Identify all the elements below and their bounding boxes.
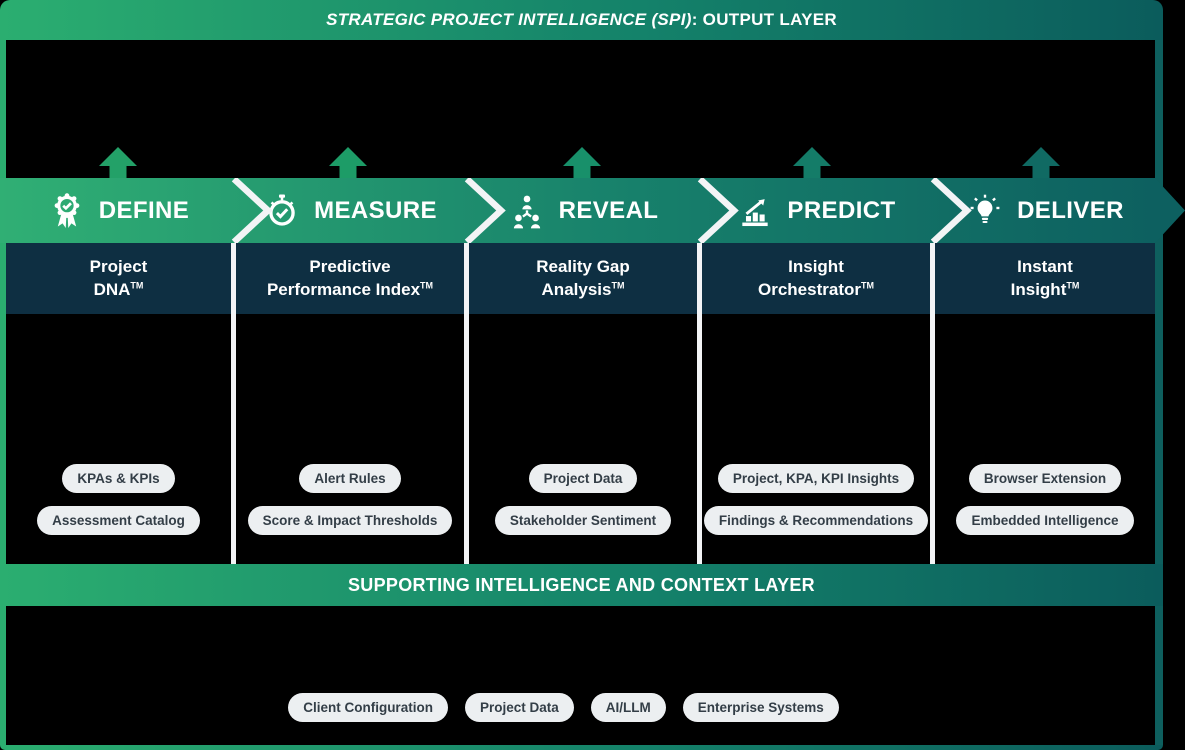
phase-segment-deliver: DELIVER <box>935 178 1155 243</box>
deliver-pills: Browser Extension Embedded Intelligence <box>935 464 1155 535</box>
pill: AI/LLM <box>590 693 666 722</box>
product-band <box>6 243 1155 314</box>
phase-segment-define: DEFINE <box>6 178 231 243</box>
chevron-separator <box>231 178 273 243</box>
measure-pills: Alert Rules Score & Impact Thresholds <box>236 464 464 535</box>
pill: Project Data <box>528 464 638 493</box>
chevron-separator <box>464 178 506 243</box>
trademark-symbol: TM <box>860 279 874 290</box>
product-line2: Performance IndexTM <box>266 279 434 299</box>
bottom-box-right-border <box>1155 606 1163 745</box>
trademark-symbol: TM <box>130 279 144 290</box>
product-line1: Predictive <box>309 257 391 277</box>
banner-title-rest: : OUTPUT LAYER <box>691 10 837 29</box>
trademark-symbol: TM <box>420 279 434 290</box>
pill: Alert Rules <box>299 464 401 493</box>
product-line2: DNATM <box>93 279 144 299</box>
bottom-box-bottom-border <box>0 745 1163 750</box>
product-reality-gap-analysis: Reality Gap AnalysisTM <box>469 243 697 314</box>
product-line1: Instant <box>1017 257 1073 277</box>
supporting-layer-title: SUPPORTING INTELLIGENCE AND CONTEXT LAYE… <box>347 574 815 595</box>
product-line1: Reality Gap <box>536 257 630 277</box>
phase-label: DEFINE <box>98 196 190 224</box>
container-left-border <box>0 40 6 564</box>
bar-chart-rising-icon <box>736 192 774 230</box>
phase-segment-reveal: REVEAL <box>469 178 697 243</box>
pill: Enterprise Systems <box>682 693 839 722</box>
product-line2: OrchestratorTM <box>758 279 874 299</box>
product-line1: Project <box>89 257 148 277</box>
product-predictive-performance-index: Predictive Performance IndexTM <box>236 243 464 314</box>
pill: Project Data <box>464 693 574 722</box>
pill: Embedded Intelligence <box>956 506 1134 535</box>
output-layer-banner: STRATEGIC PROJECT INTELLIGENCE (SPI): OU… <box>0 0 1163 40</box>
column-separator <box>231 243 236 564</box>
phase-segment-measure: MEASURE <box>236 178 464 243</box>
product-instant-insight: Instant InsightTM <box>935 243 1155 314</box>
pill: Assessment Catalog <box>37 506 200 535</box>
supporting-layer-banner: SUPPORTING INTELLIGENCE AND CONTEXT LAYE… <box>0 564 1163 606</box>
pill: Stakeholder Sentiment <box>494 506 672 535</box>
column-separator <box>930 243 935 564</box>
up-arrow-reveal <box>563 147 601 178</box>
phase-label: DELIVER <box>1017 196 1124 224</box>
trademark-symbol: TM <box>611 279 625 290</box>
product-insight-orchestrator: Insight OrchestratorTM <box>702 243 930 314</box>
product-project-dna: Project DNATM <box>6 243 231 314</box>
product-line1: Insight <box>788 257 844 277</box>
supporting-pills-row: Client Configuration Project Data AI/LLM… <box>0 693 1145 722</box>
trademark-symbol: TM <box>1066 279 1080 290</box>
column-separator <box>464 243 469 564</box>
chevron-separator <box>930 178 972 243</box>
pill: Project, KPA, KPI Insights <box>717 464 915 493</box>
phase-label: PREDICT <box>787 196 896 224</box>
org-hierarchy-icon <box>508 192 546 230</box>
process-arrow-tip <box>1155 178 1185 243</box>
award-badge-icon <box>48 192 86 230</box>
reveal-pills: Project Data Stakeholder Sentiment <box>469 464 697 535</box>
pill: Browser Extension <box>968 464 1122 493</box>
up-arrow-measure <box>329 147 367 178</box>
pill: Findings & Recommendations <box>703 506 929 535</box>
pill: KPAs & KPIs <box>62 464 175 493</box>
up-arrow-define <box>99 147 137 178</box>
bottom-box-left-border <box>0 606 6 745</box>
column-separator <box>697 243 702 564</box>
up-arrow-predict <box>793 147 831 178</box>
lightbulb-icon <box>966 192 1004 230</box>
process-band: DEFINE MEASURE <box>0 178 1155 243</box>
pill: Score & Impact Thresholds <box>247 506 453 535</box>
pill: Client Configuration <box>288 693 448 722</box>
phase-segment-predict: PREDICT <box>702 178 930 243</box>
predict-pills: Project, KPA, KPI Insights Findings & Re… <box>702 464 930 535</box>
phase-label: REVEAL <box>558 196 659 224</box>
product-line2: InsightTM <box>1010 279 1080 299</box>
chevron-separator <box>697 178 739 243</box>
banner-title-italic: STRATEGIC PROJECT INTELLIGENCE (SPI) <box>326 10 692 29</box>
product-line2: AnalysisTM <box>541 279 625 299</box>
up-arrow-deliver <box>1022 147 1060 178</box>
define-pills: KPAs & KPIs Assessment Catalog <box>6 464 231 535</box>
stopwatch-icon <box>263 192 301 230</box>
phase-label: MEASURE <box>314 196 437 224</box>
container-right-border <box>1155 40 1163 564</box>
